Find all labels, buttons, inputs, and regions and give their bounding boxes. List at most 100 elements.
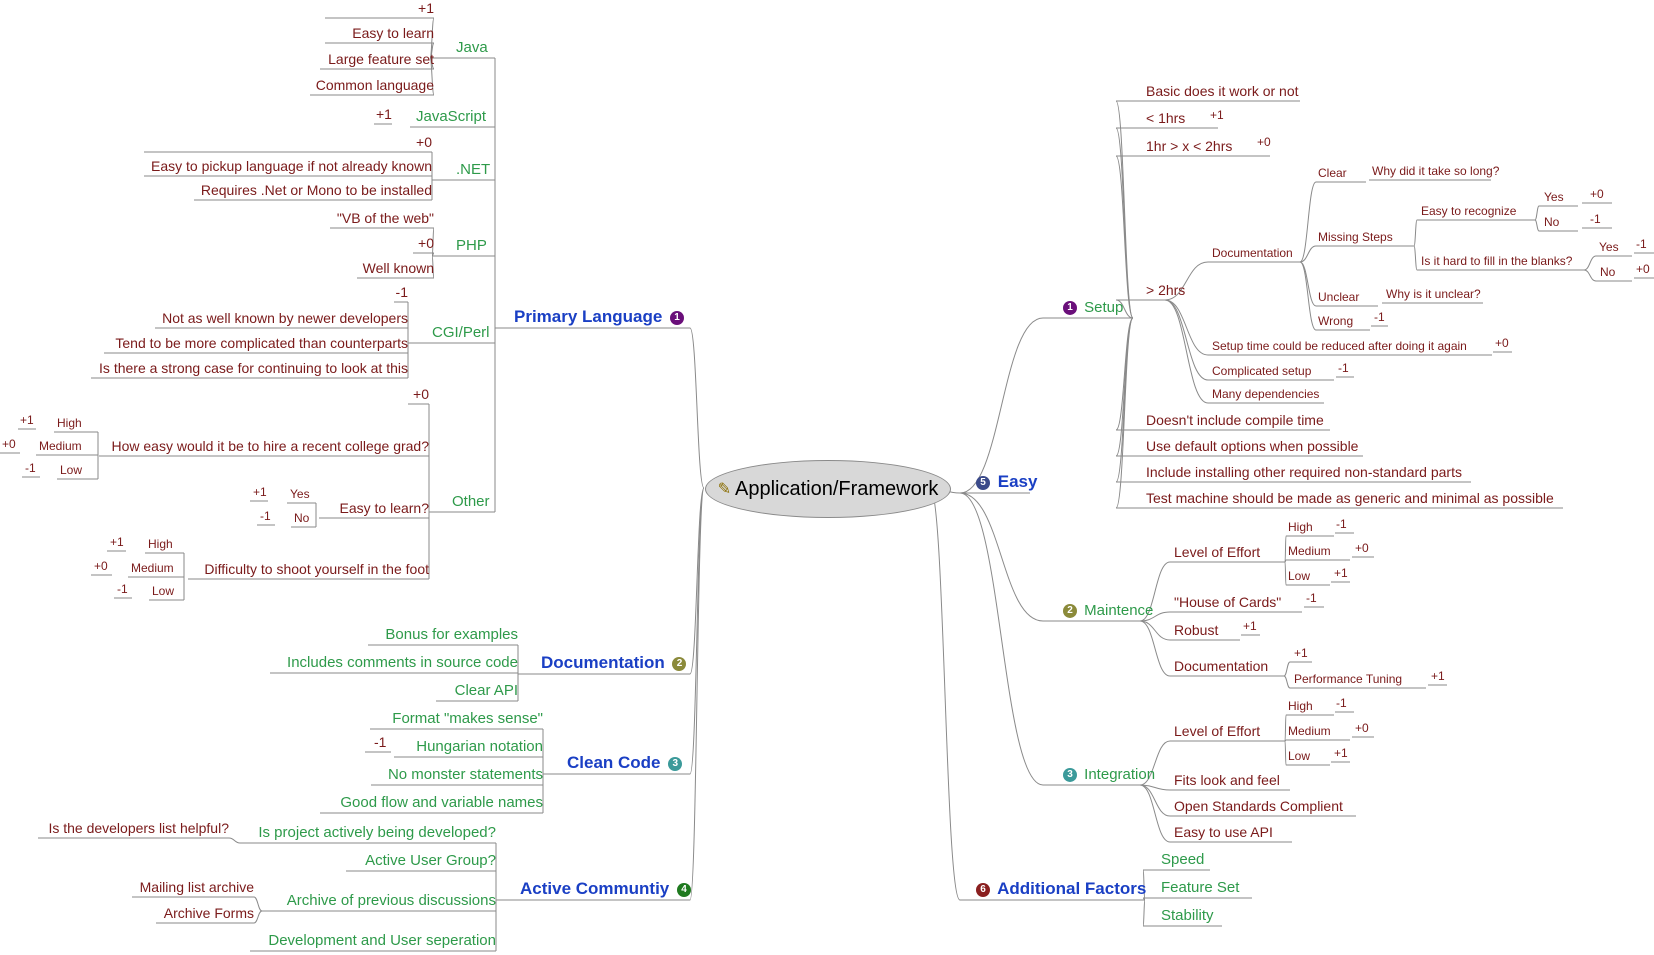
shoot-level-label[interactable]: High (148, 537, 173, 551)
additional-item[interactable]: Speed (1161, 851, 1205, 868)
recognize-score[interactable]: +0 (1590, 187, 1604, 201)
branch-active-community[interactable]: Active Communtiy 4 (520, 880, 694, 900)
community-developed-sub[interactable]: Is the developers list helpful? (48, 820, 229, 836)
topic-java[interactable]: Java (456, 39, 488, 56)
recognize-score[interactable]: -1 (1590, 212, 1601, 226)
clean-code-item[interactable]: Hungarian notation (416, 738, 543, 755)
cgi-perl-item[interactable]: Is there a strong case for continuing to… (99, 360, 408, 376)
recognize-option[interactable]: No (1544, 215, 1560, 229)
branch-easy[interactable]: 5 Easy (973, 473, 1037, 493)
community-separation[interactable]: Development and User seperation (268, 932, 496, 949)
hire-level-label[interactable]: Medium (39, 439, 82, 453)
gt2-complicated-score[interactable]: -1 (1338, 361, 1349, 375)
fill-option[interactable]: No (1600, 265, 1616, 279)
documentation-item[interactable]: Clear API (454, 682, 518, 699)
maint-documentation-score[interactable]: +1 (1294, 646, 1308, 660)
other-score[interactable]: +0 (413, 386, 429, 402)
additional-item[interactable]: Feature Set (1161, 879, 1240, 896)
documentation-item[interactable]: Bonus for examples (385, 626, 518, 643)
doc-clear-sub[interactable]: Why did it take so long? (1372, 164, 1500, 178)
php-score[interactable]: +0 (418, 235, 434, 251)
shoot-level-label[interactable]: Medium (131, 561, 174, 575)
setup-lt1[interactable]: < 1hrs (1146, 110, 1186, 126)
maint-effort-level[interactable]: Low (1288, 569, 1311, 583)
setup-basic[interactable]: Basic does it work or not (1146, 83, 1299, 99)
clean-code-item[interactable]: Format "makes sense" (392, 710, 543, 727)
doc-wrong-score[interactable]: -1 (1374, 310, 1385, 324)
clean-code-item[interactable]: Good flow and variable names (340, 794, 543, 811)
maint-documentation[interactable]: Documentation (1174, 658, 1269, 674)
hire-level-score[interactable]: -1 (25, 461, 36, 475)
missing-recognize[interactable]: Easy to recognize (1421, 204, 1517, 218)
gt2-reduced[interactable]: Setup time could be reduced after doing … (1212, 339, 1467, 353)
shoot-question[interactable]: Difficulty to shoot yourself in the foot (204, 561, 429, 577)
integ-effort[interactable]: Level of Effort (1174, 723, 1261, 739)
archive-sub[interactable]: Archive Forms (163, 905, 254, 921)
branch-primary-language[interactable]: Primary Language 1 (514, 308, 687, 328)
doc-missing[interactable]: Missing Steps (1318, 230, 1393, 244)
integ-effort-score[interactable]: +1 (1334, 746, 1348, 760)
setup-gt2[interactable]: > 2hrs (1146, 282, 1186, 298)
gt2-reduced-score[interactable]: +0 (1495, 336, 1509, 350)
integ-item[interactable]: Fits look and feel (1174, 772, 1280, 788)
maint-tuning[interactable]: Performance Tuning (1294, 672, 1403, 686)
hire-level-score[interactable]: +0 (2, 437, 16, 451)
learn-option-score[interactable]: -1 (260, 509, 271, 523)
setup-note[interactable]: Include installing other required non-st… (1146, 464, 1462, 480)
topic-cgi-perl[interactable]: CGI/Perl (432, 324, 490, 341)
learn-option-label[interactable]: No (294, 511, 310, 525)
hire-level-label[interactable]: Low (60, 463, 83, 477)
dotnet-item[interactable]: Requires .Net or Mono to be installed (200, 182, 432, 198)
java-item[interactable]: Easy to learn (352, 25, 434, 41)
maint-robust-score[interactable]: +1 (1243, 619, 1257, 633)
fill-option[interactable]: Yes (1599, 240, 1619, 254)
maint-effort-level[interactable]: Medium (1288, 544, 1331, 558)
cgi-perl-item[interactable]: Not as well known by newer developers (162, 310, 408, 326)
integ-item[interactable]: Easy to use API (1174, 824, 1273, 840)
maint-effort-score[interactable]: +1 (1334, 566, 1348, 580)
maint-effort-score[interactable]: -1 (1336, 517, 1347, 531)
gt2-documentation[interactable]: Documentation (1212, 246, 1293, 260)
setup-bt12-score[interactable]: +0 (1257, 135, 1271, 149)
java-item[interactable]: Large feature set (328, 51, 434, 67)
topic-javascript[interactable]: JavaScript (416, 108, 487, 125)
integ-item[interactable]: Open Standards Complient (1174, 798, 1343, 814)
central-topic[interactable]: ✎ Application/Framework (705, 460, 951, 518)
maint-cards[interactable]: "House of Cards" (1174, 594, 1282, 610)
php-item[interactable]: "VB of the web" (336, 210, 434, 226)
topic-setup[interactable]: 1 Setup (1060, 300, 1123, 318)
gt2-deps[interactable]: Many dependencies (1212, 387, 1320, 401)
clean-code-item[interactable]: No monster statements (387, 766, 543, 783)
integ-effort-level[interactable]: Medium (1288, 724, 1331, 738)
shoot-level-label[interactable]: Low (152, 584, 175, 598)
maint-cards-score[interactable]: -1 (1306, 591, 1317, 605)
integ-effort-level[interactable]: Low (1288, 749, 1311, 763)
cgi-perl-score[interactable]: -1 (395, 284, 408, 300)
community-user-group[interactable]: Active User Group? (365, 852, 496, 869)
learn-question[interactable]: Easy to learn? (339, 500, 430, 516)
cgi-perl-item[interactable]: Tend to be more complicated than counter… (115, 335, 408, 351)
branch-additional-factors[interactable]: 6 Additional Factors (973, 880, 1146, 900)
hungarian-score[interactable]: -1 (374, 734, 387, 750)
gt2-complicated[interactable]: Complicated setup (1212, 364, 1312, 378)
fill-score[interactable]: -1 (1636, 237, 1647, 251)
hire-question[interactable]: How easy would it be to hire a recent co… (111, 438, 429, 454)
integ-effort-level[interactable]: High (1288, 699, 1313, 713)
javascript-score[interactable]: +1 (376, 106, 392, 122)
setup-lt1-score[interactable]: +1 (1210, 108, 1224, 122)
dotnet-score[interactable]: +0 (416, 134, 432, 150)
hire-level-label[interactable]: High (57, 416, 82, 430)
branch-clean-code[interactable]: Clean Code 3 (567, 754, 685, 774)
shoot-level-score[interactable]: +0 (94, 559, 108, 573)
recognize-option[interactable]: Yes (1544, 190, 1564, 204)
doc-wrong[interactable]: Wrong (1318, 314, 1354, 328)
setup-bt12[interactable]: 1hr > x < 2hrs (1146, 138, 1233, 154)
doc-unclear-sub[interactable]: Why is it unclear? (1386, 287, 1481, 301)
integ-effort-score[interactable]: -1 (1336, 696, 1347, 710)
shoot-level-score[interactable]: +1 (110, 535, 124, 549)
doc-clear[interactable]: Clear (1318, 166, 1347, 180)
setup-note[interactable]: Doesn't include compile time (1146, 412, 1324, 428)
topic-dotnet[interactable]: .NET (456, 161, 491, 178)
community-developed[interactable]: Is project actively being developed? (258, 824, 496, 841)
php-item[interactable]: Well known (362, 260, 434, 276)
